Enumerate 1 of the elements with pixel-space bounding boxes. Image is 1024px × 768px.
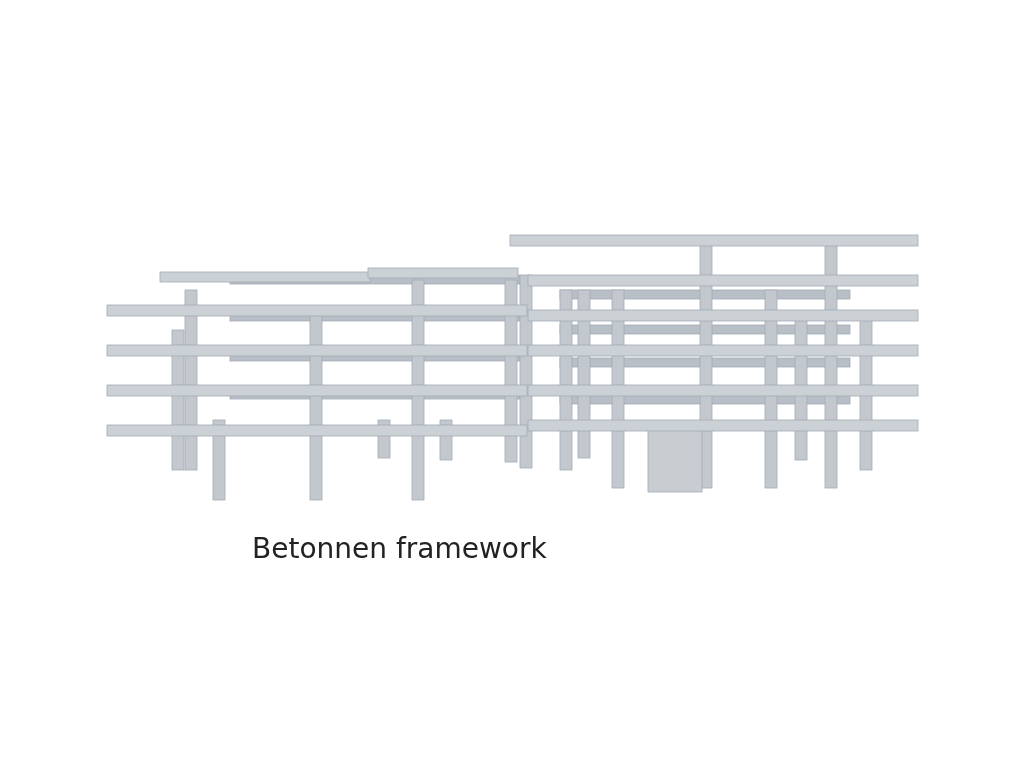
caption: Betonnen framework bbox=[252, 532, 547, 565]
